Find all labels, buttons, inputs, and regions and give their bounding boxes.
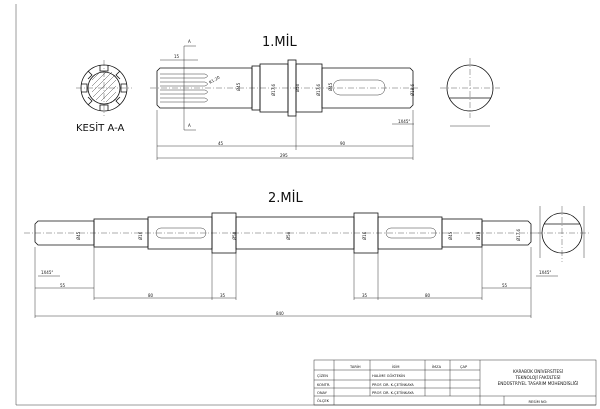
tb-col-date: TARİH xyxy=(349,364,361,369)
dim-shaft2-d4: Ø50 xyxy=(286,231,291,240)
dim-shaft2-end-left: 55 xyxy=(60,283,66,288)
dim-shaft1-radius: R1.20 xyxy=(208,74,221,84)
dim-shaft2-collar-left: 35 xyxy=(220,293,226,298)
dim-shaft1-d1: Ø45 xyxy=(236,82,241,91)
tb-name-0: HALİME GÖKTEKİN xyxy=(372,373,405,378)
section-mark-bottom: A xyxy=(188,123,191,128)
dim-shaft2-collar-right: 35 xyxy=(362,293,368,298)
shaft-1-end-view xyxy=(440,58,500,127)
tb-name-1: PROF. DR. K.ÇETİNKAYA xyxy=(372,382,414,387)
tb-drawing-number: RESİM NO: xyxy=(528,399,547,404)
tb-role-2: ONAY xyxy=(317,391,328,395)
spline-groove-1 xyxy=(160,73,208,79)
dim-shaft2-total: 840 xyxy=(276,311,284,316)
tb-col-sign: İMZA xyxy=(432,364,442,369)
spline-tooth-diag-3 xyxy=(87,96,93,106)
tb-role-3: ÖLÇEK xyxy=(317,398,330,403)
spline-groove-2 xyxy=(160,81,208,87)
tb-institution-1: KARABÜK ÜNİVERSİTESİ xyxy=(513,369,563,374)
dim-shaft2-chamfer-left: 1X45° xyxy=(41,270,53,275)
dim-shaft1-d2: Ø17.6 xyxy=(271,83,276,96)
tb-col-name: İSİM xyxy=(392,364,400,369)
spline-tooth-diag-4 xyxy=(115,96,121,106)
dim-shaft2-d3: Ø50 xyxy=(232,231,237,240)
section-mark-top: A xyxy=(188,39,191,44)
spline-groove-3 xyxy=(160,89,208,95)
dim-shaft1-len-b: 90 xyxy=(340,141,346,146)
dim-shaft1-spline: 15 xyxy=(174,54,180,59)
section-a-a-view xyxy=(76,60,132,116)
spline-tooth-diag-1 xyxy=(87,70,93,80)
shaft-2-view: Ø45 Ø16 Ø50 Ø50 Ø16 Ø45 Ø19 Ø17.6 1X45° … xyxy=(24,212,558,318)
dim-shaft2-key-right: 80 xyxy=(425,293,431,298)
dim-shaft2-d7: Ø19 xyxy=(476,231,481,240)
dim-shaft2-d5: Ø16 xyxy=(362,231,367,240)
dim-shaft2-d6: Ø45 xyxy=(448,231,453,240)
section-title: KESİT A-A xyxy=(76,121,124,134)
dim-shaft1-total: 295 xyxy=(280,153,288,158)
dim-shaft2-key-left: 80 xyxy=(148,293,154,298)
shaft-2-keyway-left xyxy=(155,227,207,239)
dim-shaft1-d5: Ø45 xyxy=(328,82,333,91)
dim-shaft2-chamfer-right: 1X45° xyxy=(539,270,551,275)
title-block: TARİH İSİM İMZA ÇAP ÇİZEN HALİME GÖKTEKİ… xyxy=(313,359,597,406)
title-shaft-1: 1.MİL xyxy=(262,34,297,50)
spline-groove-4 xyxy=(160,97,208,103)
dim-shaft2-end-right: 55 xyxy=(502,283,508,288)
tb-role-0: ÇİZEN xyxy=(317,373,328,378)
shaft-2-right-end xyxy=(481,220,532,246)
dim-shaft1-len-a: 45 xyxy=(218,141,224,146)
shaft-1-right-end xyxy=(321,67,414,109)
shaft-1-view: Ø45 Ø17.6 Ø50 Ø17.6 Ø45 Ø18.6 R1.20 A A … xyxy=(150,39,418,160)
tb-institution-2: TEKNOLOJİ FAKÜLTESİ xyxy=(514,375,560,380)
title-shaft-2: 2.MİL xyxy=(268,190,303,206)
dim-shaft2-d2: Ø16 xyxy=(138,231,143,240)
dim-shaft2-d8: Ø17.6 xyxy=(516,228,521,241)
dim-shaft2-d1: Ø45 xyxy=(76,231,81,240)
shaft-2-end-view xyxy=(536,206,590,262)
tb-col-cap: ÇAP xyxy=(460,365,468,369)
tb-name-2: PROF. DR. K.ÇETİNKAYA xyxy=(372,390,414,395)
tb-institution-3: ENDÜSTRİYEL TASARIM MÜHENDİSLİĞİ xyxy=(498,381,579,386)
dim-shaft1-chamfer: 1X45° xyxy=(398,119,410,124)
dim-shaft1-d4: Ø17.6 xyxy=(316,83,321,96)
shaft-2-keyway-right xyxy=(385,227,437,239)
spline-tooth-diag-2 xyxy=(115,70,121,80)
dim-shaft1-d6: Ø18.6 xyxy=(410,83,415,96)
dim-shaft1-d3: Ø50 xyxy=(295,83,300,92)
tb-role-1: KONTR. xyxy=(317,383,330,387)
shaft-1-keyway xyxy=(332,79,386,96)
